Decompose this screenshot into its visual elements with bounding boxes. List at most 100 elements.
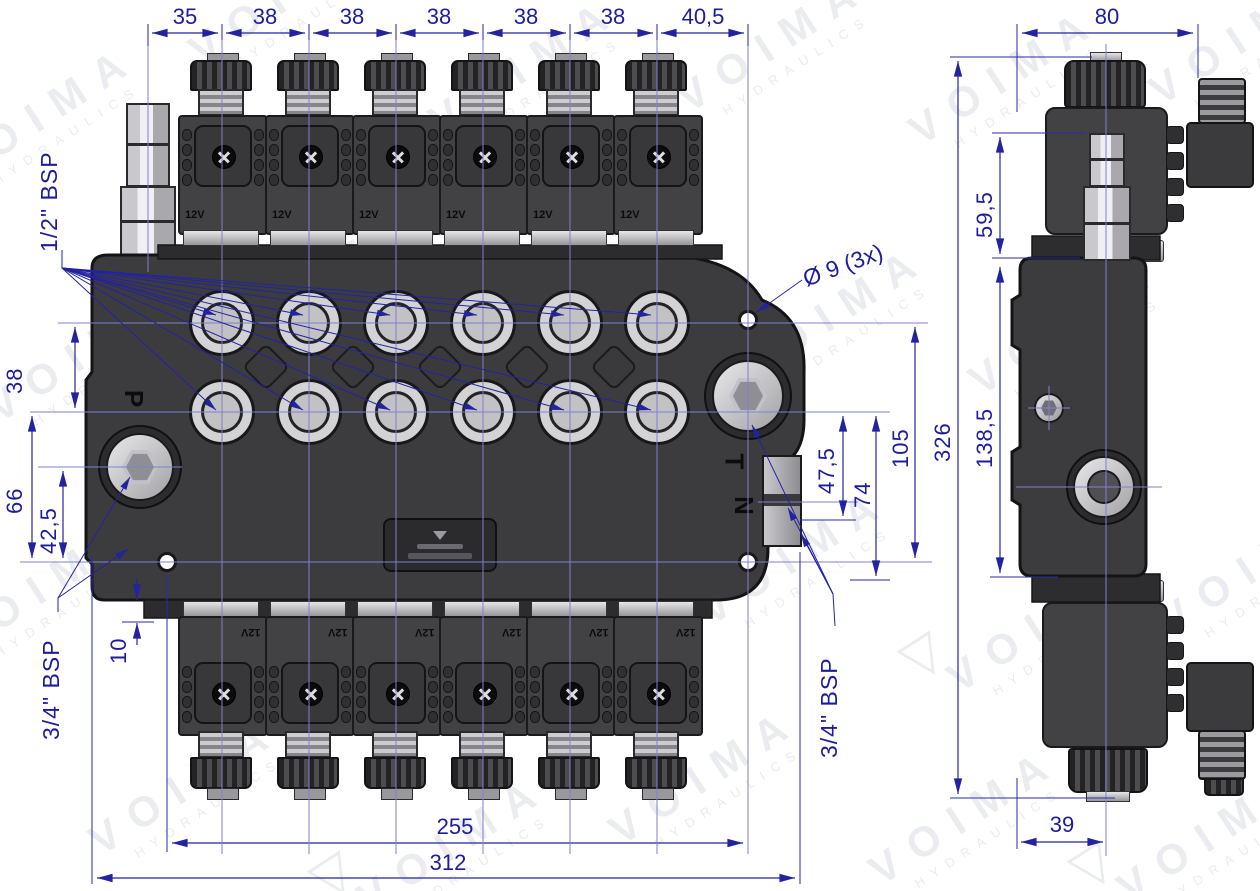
- bsp-leader: [61, 267, 304, 316]
- engraving-n: N: [728, 496, 759, 515]
- solenoid-flange-band: [618, 601, 694, 617]
- nameplate-text-line-1: [417, 544, 463, 549]
- work-port-inner: [462, 302, 504, 344]
- coil-rib: [254, 129, 264, 141]
- connector-screw: [299, 145, 323, 169]
- solenoid-flange-band: [357, 601, 433, 617]
- side-coil-rib: [1166, 694, 1184, 712]
- solenoid-collar: [459, 89, 505, 116]
- solenoid-flange-band: [270, 230, 346, 246]
- dim-top-40-5: 40,5: [681, 4, 725, 29]
- solenoid-flange-band: [270, 601, 346, 617]
- solenoid-cap: [277, 757, 339, 789]
- side-coil-rib: [1166, 642, 1184, 660]
- coil-rib: [356, 129, 366, 141]
- coil-rib: [254, 666, 264, 678]
- side-relief-hex-3: [1083, 186, 1131, 224]
- coil-rib: [515, 159, 525, 171]
- solenoid-voltage-label: 12V: [185, 209, 205, 221]
- solenoid-top: 12V: [178, 53, 268, 249]
- coil-rib: [356, 696, 366, 708]
- watermark-brand: VOIMA: [960, 245, 1169, 404]
- connector-screw: [473, 145, 497, 169]
- coil-rib: [428, 159, 438, 171]
- solenoid-flange-band: [531, 601, 607, 617]
- coil-rib: [689, 666, 699, 678]
- dim-side-80: 80: [1094, 4, 1120, 29]
- coil-rib: [602, 159, 612, 171]
- port-label-half-bsp: 1/2" BSP: [36, 151, 62, 252]
- side-bottom-din-connector: [1186, 662, 1254, 732]
- solenoid-cap: [538, 60, 600, 91]
- coil-rib: [443, 174, 453, 186]
- side-flange-nut-top-left: [1046, 240, 1074, 262]
- work-port-inner: [288, 391, 330, 433]
- dim-top-38-3: 38: [426, 4, 452, 29]
- coil-rib: [428, 711, 438, 723]
- solenoid-bottom-nub: [294, 788, 326, 800]
- coil-rib: [269, 159, 279, 171]
- work-port-inner: [462, 391, 504, 433]
- din-connector: [368, 662, 426, 724]
- coil-rib: [254, 144, 264, 156]
- coil-rib: [689, 696, 699, 708]
- coil-rib: [182, 666, 192, 678]
- din-connector: [194, 125, 252, 187]
- solenoid-collar: [633, 731, 679, 758]
- coil-rib: [356, 159, 366, 171]
- engraving-p: P: [119, 389, 150, 408]
- coil-rib: [182, 159, 192, 171]
- side-coil-rib: [1166, 152, 1184, 170]
- solenoid-flange-band: [444, 230, 520, 246]
- solenoid-collar: [372, 731, 418, 758]
- solenoid-body: 12V: [439, 115, 529, 235]
- dim-right-47-5: 47,5: [814, 447, 839, 494]
- din-connector: [629, 125, 687, 187]
- coil-rib: [602, 681, 612, 693]
- coil-rib: [617, 696, 627, 708]
- connector-screw: [299, 682, 323, 706]
- solenoid-voltage-label: 12V: [359, 209, 379, 221]
- solenoid-body: 12V: [439, 616, 529, 736]
- coil-rib: [530, 696, 540, 708]
- coil-rib: [617, 666, 627, 678]
- coil-rib: [428, 681, 438, 693]
- coil-rib: [689, 159, 699, 171]
- solenoid-collar: [285, 731, 331, 758]
- connector-screw: [212, 682, 236, 706]
- hole-callout-dia9: Ø 9 (3x): [799, 238, 887, 292]
- solenoid-flange-band: [531, 230, 607, 246]
- solenoid-cap: [538, 757, 600, 789]
- coil-rib: [269, 681, 279, 693]
- solenoid-body: 12V: [352, 115, 442, 235]
- coil-rib: [515, 174, 525, 186]
- solenoid-cap: [364, 757, 426, 789]
- work-port-inner: [549, 302, 591, 344]
- solenoid-collar: [459, 731, 505, 758]
- coil-rib: [341, 144, 351, 156]
- solenoid-collar: [633, 89, 679, 116]
- coil-rib: [341, 159, 351, 171]
- coil-rib: [182, 681, 192, 693]
- solenoid-flange-band: [357, 230, 433, 246]
- bsp-leader: [61, 267, 304, 411]
- coil-rib: [182, 696, 192, 708]
- solenoid-bottom: 12V: [613, 598, 703, 804]
- work-port-inner: [201, 391, 243, 433]
- nameplate-text-line-2: [408, 553, 472, 559]
- watermark-sub: HYDRAULICS: [1201, 533, 1260, 641]
- solenoid-bottom-nub: [642, 788, 674, 800]
- coil-rib: [182, 174, 192, 186]
- solenoid-body: 12V: [265, 616, 355, 736]
- dim-top-38-2: 38: [339, 4, 365, 29]
- din-connector: [542, 125, 600, 187]
- coil-rib: [428, 696, 438, 708]
- solenoid-top: 12V: [613, 53, 703, 249]
- solenoid-collar: [546, 89, 592, 116]
- solenoid-top: 12V: [526, 53, 616, 249]
- coil-rib: [617, 711, 627, 723]
- body-recess-diamond: [328, 342, 377, 392]
- work-port-inner: [636, 302, 678, 344]
- coil-rib: [428, 129, 438, 141]
